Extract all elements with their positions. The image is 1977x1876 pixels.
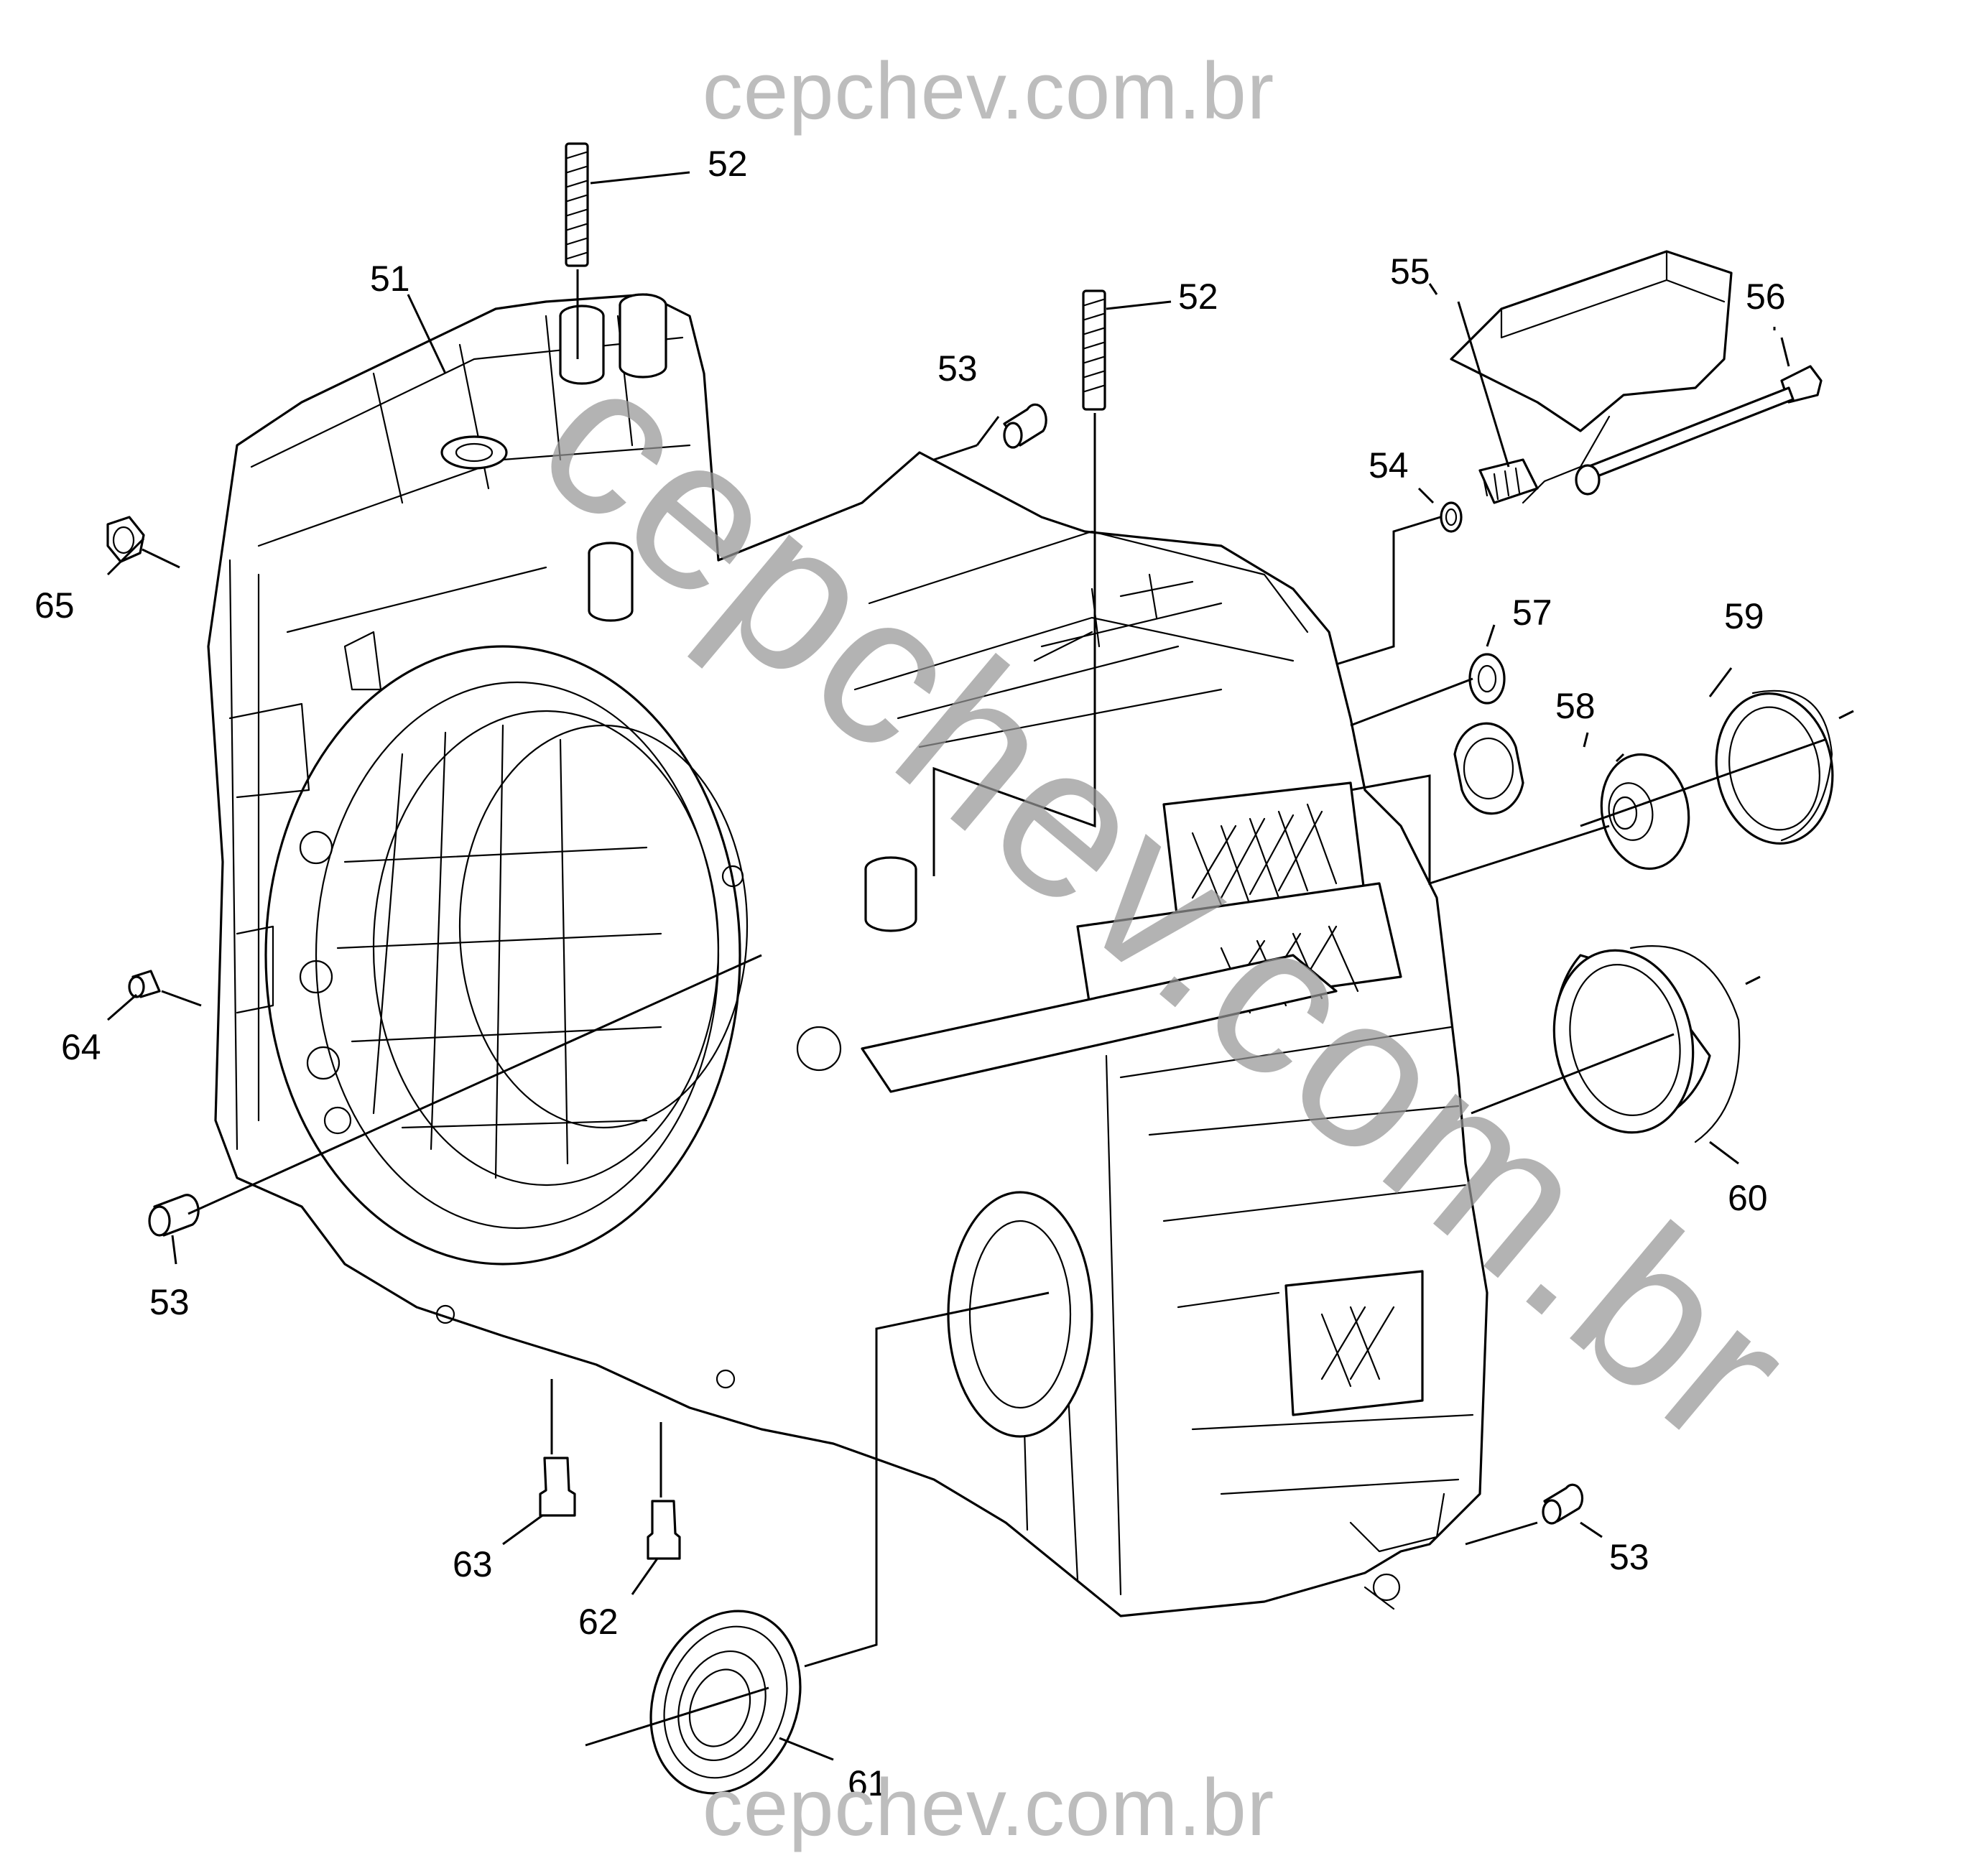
filter-55 <box>1450 250 1733 504</box>
watermark-top: cepchev.com.br <box>702 46 1275 136</box>
callout-58: 58 <box>1555 686 1596 726</box>
dowel-53-top <box>1003 403 1047 449</box>
fitting-63 <box>539 1457 576 1517</box>
transmission-case <box>207 293 1488 1617</box>
dowel-53-center <box>864 856 917 932</box>
callout-53-top: 53 <box>937 348 978 389</box>
dowel-64 <box>128 970 161 998</box>
stud-52-left <box>565 142 589 267</box>
bolt-56 <box>1575 365 1823 496</box>
ring-59 <box>1715 689 1834 845</box>
callout-59: 59 <box>1724 596 1764 636</box>
callout-57: 57 <box>1512 593 1552 633</box>
callout-60: 60 <box>1728 1178 1768 1218</box>
callout-53-right: 53 <box>1609 1537 1649 1577</box>
leader-lines <box>106 171 1854 1761</box>
ring-60 <box>1552 945 1741 1143</box>
callout-63: 63 <box>453 1544 493 1584</box>
stud-52-right <box>1082 289 1106 411</box>
callout-52-left: 52 <box>708 144 748 184</box>
watermark-bottom: cepchev.com.br <box>702 1763 1275 1852</box>
dowel-53-left <box>148 1194 200 1237</box>
callout-64: 64 <box>61 1027 101 1067</box>
plug-65 <box>106 516 145 563</box>
dowel-53-right <box>1542 1483 1584 1525</box>
fitting-62 <box>647 1500 681 1560</box>
callout-54: 54 <box>1369 445 1409 486</box>
callout-62: 62 <box>578 1602 619 1642</box>
oring-54 <box>1440 501 1463 533</box>
callout-52-right: 52 <box>1178 277 1218 317</box>
callout-51: 51 <box>370 259 410 299</box>
callout-56: 56 <box>1746 277 1786 317</box>
callout-53-left: 53 <box>149 1282 190 1322</box>
callout-55: 55 <box>1390 251 1430 292</box>
callout-labels: 52 52 51 53 65 64 53 63 62 61 60 59 58 5… <box>34 144 1786 1803</box>
callout-65: 65 <box>34 585 75 626</box>
bushing-57 <box>1453 653 1524 815</box>
seal-58 <box>1600 753 1690 870</box>
callout-61: 61 <box>848 1763 888 1803</box>
